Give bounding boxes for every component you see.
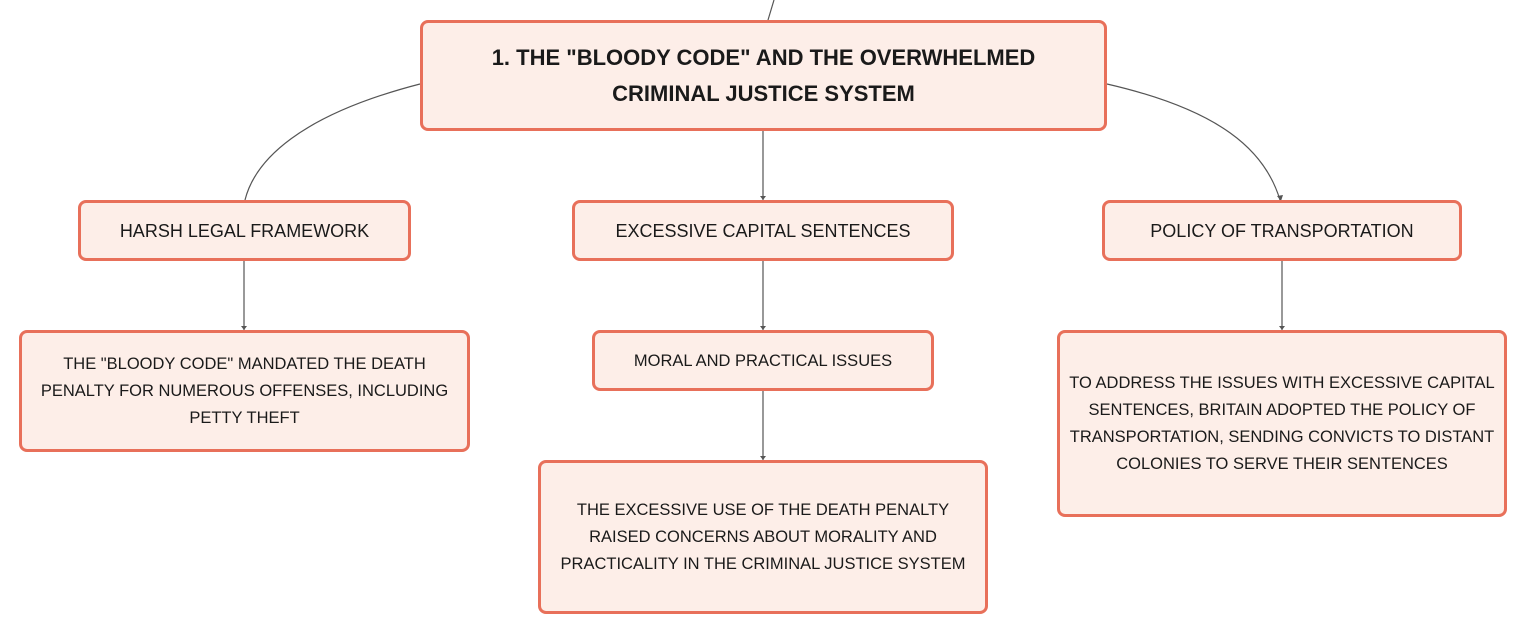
arrowhead xyxy=(241,326,247,330)
branch-label: EXCESSIVE CAPITAL SENTENCES xyxy=(615,220,911,241)
branch-node-policy-of-transportation[interactable]: POLICY OF TRANSPORTATION xyxy=(1102,200,1462,261)
root-node-title: 1. THE "BLOODY CODE" AND THE OVERWHELMED… xyxy=(491,44,1036,106)
detail-text: THE EXCESSIVE USE OF THE DEATH PENALTY R… xyxy=(560,500,966,573)
arrowhead xyxy=(1277,195,1283,201)
detail-node-bloody-code[interactable]: THE "BLOODY CODE" MANDATED THE DEATH PEN… xyxy=(19,330,470,452)
arrowhead xyxy=(760,326,766,330)
arrowhead xyxy=(760,456,766,460)
detail-text: TO ADDRESS THE ISSUES WITH EXCESSIVE CAP… xyxy=(1069,373,1495,473)
root-node[interactable]: 1. THE "BLOODY CODE" AND THE OVERWHELMED… xyxy=(420,20,1107,131)
connector-parent-to-root xyxy=(767,0,775,21)
detail-node-death-penalty-concerns[interactable]: THE EXCESSIVE USE OF THE DEATH PENALTY R… xyxy=(538,460,988,614)
detail-node-transportation-policy[interactable]: TO ADDRESS THE ISSUES WITH EXCESSIVE CAP… xyxy=(1057,330,1507,517)
branch-label: POLICY OF TRANSPORTATION xyxy=(1150,220,1414,241)
sub-label: MORAL AND PRACTICAL ISSUES xyxy=(633,351,893,370)
sub-node-moral-and-practical-issues[interactable]: MORAL AND PRACTICAL ISSUES xyxy=(592,330,934,391)
branch-node-harsh-legal-framework[interactable]: HARSH LEGAL FRAMEWORK xyxy=(78,200,411,261)
arrowhead xyxy=(760,196,766,200)
connector-root-to-harsh-legal-framework xyxy=(244,83,421,201)
branch-node-excessive-capital-sentences[interactable]: EXCESSIVE CAPITAL SENTENCES xyxy=(572,200,954,261)
arrowhead xyxy=(1279,326,1285,330)
detail-text: THE "BLOODY CODE" MANDATED THE DEATH PEN… xyxy=(40,354,449,427)
connector-root-to-policy-of-transportation xyxy=(1106,83,1281,201)
branch-label: HARSH LEGAL FRAMEWORK xyxy=(119,220,370,241)
